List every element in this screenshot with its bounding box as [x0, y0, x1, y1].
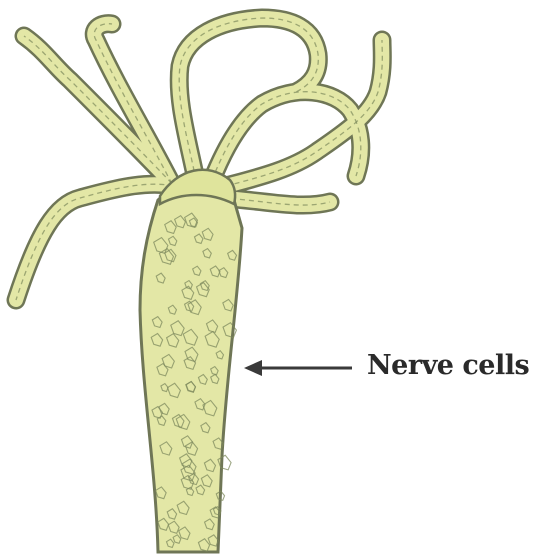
- nerve-cells-label: Nerve cells: [367, 350, 529, 381]
- arrow-head: [244, 360, 262, 376]
- pointer-arrow: [244, 360, 352, 376]
